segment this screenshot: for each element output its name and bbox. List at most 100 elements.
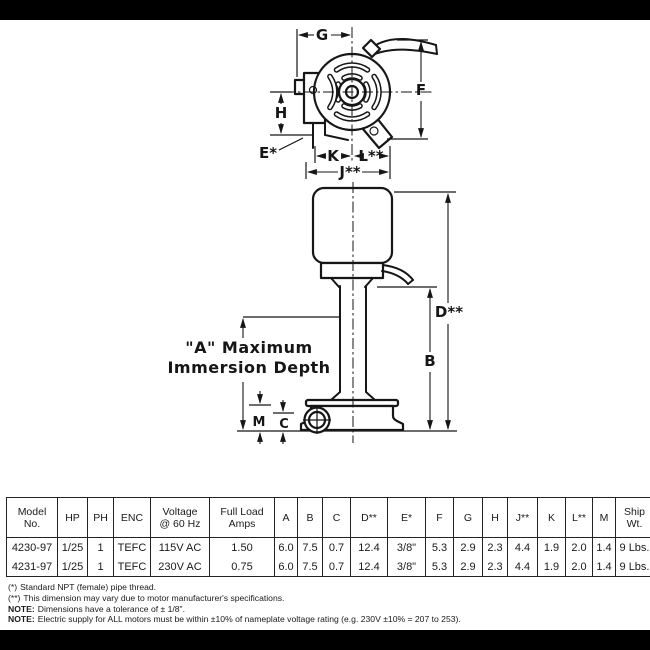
cell-hp: 1/25 [57, 537, 88, 557]
cell-amps: 0.75 [209, 557, 275, 577]
cell-m: 1.4 [592, 537, 616, 557]
cell-h: 2.3 [482, 537, 508, 557]
immersion-depth-label: Immersion Depth [167, 358, 330, 377]
col-header-d: D** [350, 497, 388, 538]
cell-amps: 1.50 [209, 537, 275, 557]
dim-label-h: H [275, 104, 288, 122]
dim-label-e: E* [259, 144, 277, 162]
col-header-l: L** [565, 497, 593, 538]
cell-c: 0.7 [322, 557, 351, 577]
dim-label-m: M [253, 415, 266, 430]
cell-l: 2.0 [565, 537, 593, 557]
cell-j: 4.4 [507, 537, 538, 557]
cell-ph: 1 [87, 557, 114, 577]
col-header-model: Model No. [6, 497, 58, 538]
dim-label-d: D** [435, 303, 463, 321]
col-header-a: A [274, 497, 298, 538]
cell-l: 2.0 [565, 557, 593, 577]
footnote-prefix: NOTE: [8, 603, 35, 614]
col-header-j: J** [507, 497, 538, 538]
cell-ship-wt: 9 Lbs. [615, 557, 650, 577]
power-cord-top [371, 48, 438, 56]
cell-h: 2.3 [482, 557, 508, 577]
footnote-tolerance: NOTE:Dimensions have a tolerance of ± 1/… [8, 604, 461, 615]
col-header-ship-wt: Ship Wt. [615, 497, 650, 538]
neck [330, 277, 340, 288]
cell-e: 3/8" [387, 537, 426, 557]
cell-a: 6.0 [274, 537, 298, 557]
cell-g: 2.9 [453, 537, 483, 557]
cell-d: 12.4 [350, 537, 388, 557]
power-cord-side [382, 264, 414, 281]
immersion-depth-label: "A" Maximum [185, 338, 312, 357]
power-cord-top [375, 38, 437, 46]
cell-f: 5.3 [425, 557, 454, 577]
cell-k: 1.9 [537, 537, 566, 557]
footnote-prefix: (**) [8, 592, 21, 603]
footnotes: (*)Standard NPT (female) pipe thread. (*… [8, 582, 461, 625]
col-header-f: F [425, 497, 454, 538]
dim-label-c: C [279, 417, 289, 432]
cell-enc: TEFC [113, 557, 151, 577]
cell-enc: TEFC [113, 537, 151, 557]
cell-g: 2.9 [453, 557, 483, 577]
motor-base [319, 261, 385, 280]
specification-table: Model No. HP PH ENC Voltage @ 60 Hz Full… [6, 497, 650, 577]
footnote-text: Electric supply for ALL motors must be w… [37, 614, 461, 625]
cell-m: 1.4 [592, 557, 616, 577]
cell-c: 0.7 [322, 537, 351, 557]
table-row: 4231-97 1/25 1 TEFC 230V AC 0.75 6.0 7.5… [6, 557, 650, 577]
footnote-voltage: NOTE:Electric supply for ALL motors must… [8, 614, 461, 625]
footnote-dimension-variance: (**)This dimension may vary due to motor… [8, 593, 461, 604]
col-header-k: K [537, 497, 566, 538]
col-header-g: G [453, 497, 483, 538]
footnote-text: This dimension may vary due to motor man… [23, 592, 285, 603]
col-header-full-load-amps: Full Load Amps [209, 497, 275, 538]
pump-top-view: G F H E* K L** J** [259, 26, 438, 181]
foot-tab-screw [369, 126, 379, 136]
dim-label-f: F [416, 81, 426, 99]
power-cord-end [407, 279, 414, 285]
cell-a: 6.0 [274, 557, 298, 577]
footnote-prefix: NOTE: [8, 614, 35, 625]
col-header-m: M [592, 497, 616, 538]
dim-label-g: G [316, 26, 328, 44]
col-header-c: C [322, 497, 351, 538]
dim-label-k: K [327, 147, 340, 165]
cell-voltage: 115V AC [150, 537, 210, 557]
cord-connector [361, 38, 382, 59]
pump-side-view: D** B "A" Maximum Immersion Depth M C [167, 182, 463, 444]
col-header-h: H [482, 497, 508, 538]
power-cord-side [381, 270, 409, 285]
cell-ph: 1 [87, 537, 114, 557]
col-header-b: B [297, 497, 323, 538]
table-header-row: Model No. HP PH ENC Voltage @ 60 Hz Full… [6, 497, 650, 538]
cell-voltage: 230V AC [150, 557, 210, 577]
cell-f: 5.3 [425, 537, 454, 557]
col-header-voltage: Voltage @ 60 Hz [150, 497, 210, 538]
bracket-screw [308, 85, 318, 95]
pedestal-edge-right [324, 122, 349, 141]
footnote-text: Dimensions have a tolerance of ± 1/8". [37, 603, 185, 614]
footnote-prefix: (*) [8, 582, 18, 592]
cell-hp: 1/25 [57, 557, 88, 577]
footnote-text: Standard NPT (female) pipe thread. [20, 582, 157, 592]
col-header-hp: HP [57, 497, 88, 538]
table-row: 4230-97 1/25 1 TEFC 115V AC 1.50 6.0 7.5… [6, 537, 650, 557]
dim-label-j: J** [338, 163, 360, 181]
cell-b: 7.5 [297, 557, 323, 577]
cell-model: 4231-97 [6, 557, 58, 577]
footnote-npt: (*)Standard NPT (female) pipe thread. [8, 582, 461, 593]
cell-j: 4.4 [507, 557, 538, 577]
column-flare [365, 391, 376, 401]
cell-model: 4230-97 [6, 537, 58, 557]
column-flare [330, 391, 341, 401]
col-header-enc: ENC [113, 497, 151, 538]
cell-ship-wt: 9 Lbs. [615, 537, 650, 557]
cell-b: 7.5 [297, 537, 323, 557]
cell-k: 1.9 [537, 557, 566, 577]
cell-e: 3/8" [387, 557, 426, 577]
pump-dimension-drawing: G F H E* K L** J** [167, 26, 463, 444]
power-cord-end [435, 44, 438, 55]
